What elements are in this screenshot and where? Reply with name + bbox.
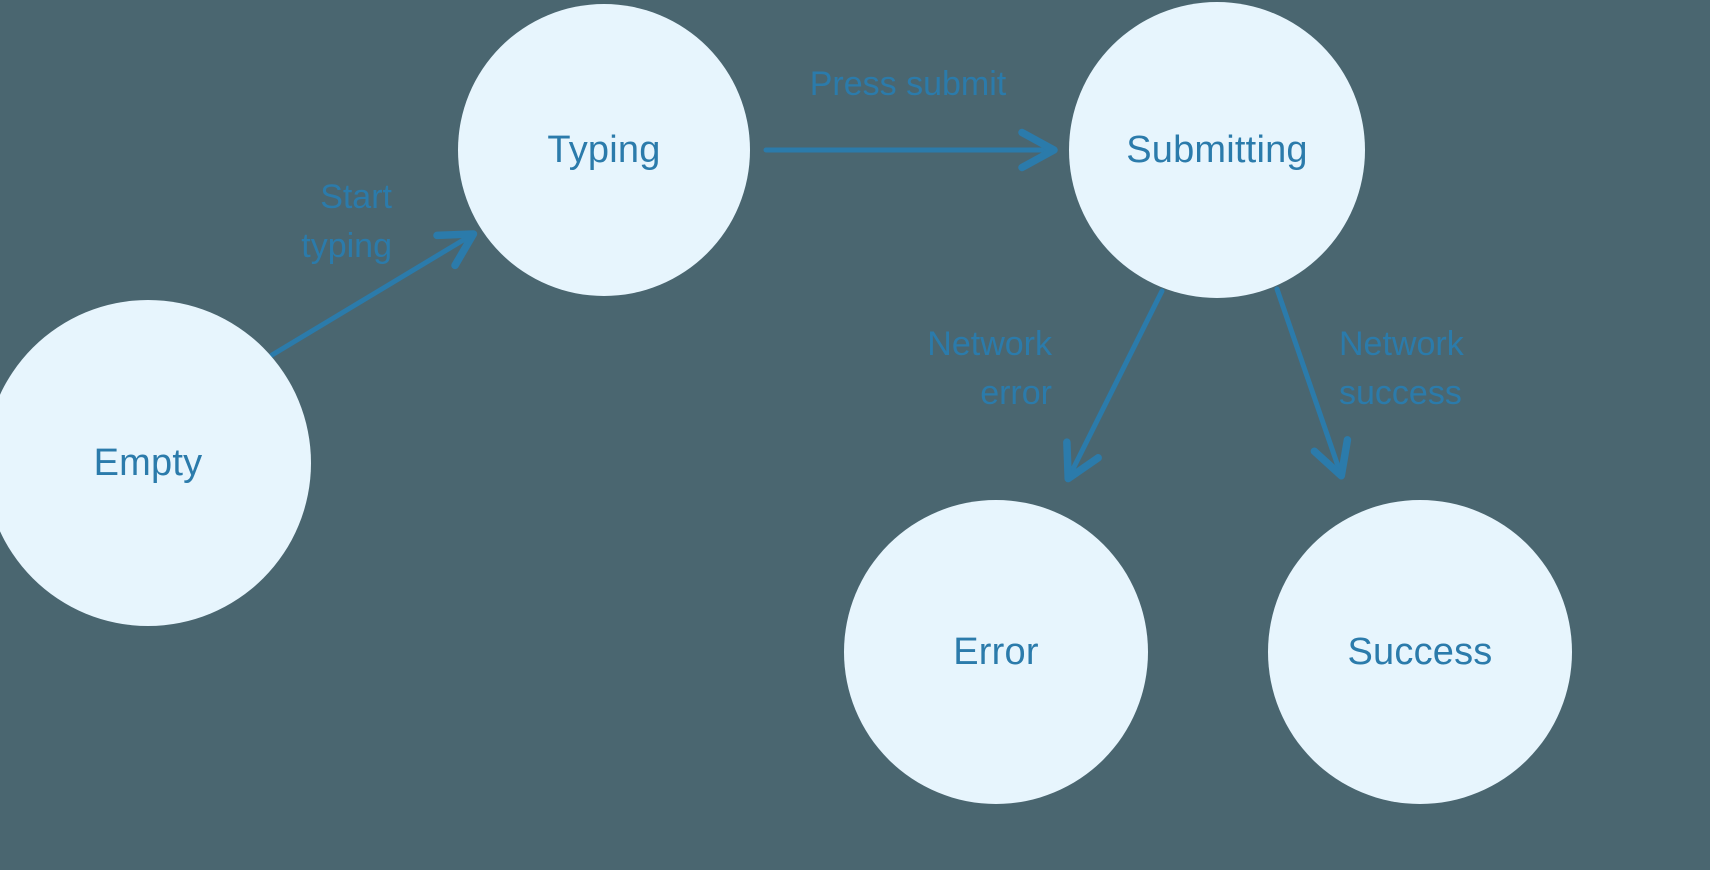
state-node-label: Success	[1347, 630, 1493, 673]
state-node-label: Submitting	[1126, 128, 1308, 171]
edge-label-line: error	[980, 374, 1052, 413]
edge-label-line: Start	[320, 178, 392, 216]
state-node-label: Empty	[93, 441, 203, 484]
state-node-label: Error	[953, 630, 1039, 673]
edge-label-start-typing: Start typing	[200, 173, 392, 272]
edge-label-line: typing	[301, 227, 392, 266]
edge-submitting-to-success	[1274, 286, 1352, 480]
edge-label-press-submit: Press submit	[748, 60, 1068, 109]
edge-label-network-success: Network success	[1339, 320, 1579, 419]
state-node-label: Typing	[547, 128, 661, 171]
edge-label-line: Network	[1339, 325, 1464, 363]
state-node-empty[interactable]: Empty	[0, 300, 311, 626]
edge-submitting-to-error	[1063, 288, 1165, 483]
edge-label-line: success	[1339, 374, 1462, 413]
edge-label-network-error: Network error	[880, 320, 1052, 419]
edge-label-line: Press submit	[809, 65, 1007, 103]
state-node-success[interactable]: Success	[1268, 500, 1572, 804]
edge-label-line: Network	[927, 325, 1052, 363]
state-node-submitting[interactable]: Submitting	[1069, 2, 1365, 298]
state-node-typing[interactable]: Typing	[458, 4, 750, 296]
state-node-error[interactable]: Error	[844, 500, 1148, 804]
edge-empty-to-typing	[269, 230, 478, 358]
